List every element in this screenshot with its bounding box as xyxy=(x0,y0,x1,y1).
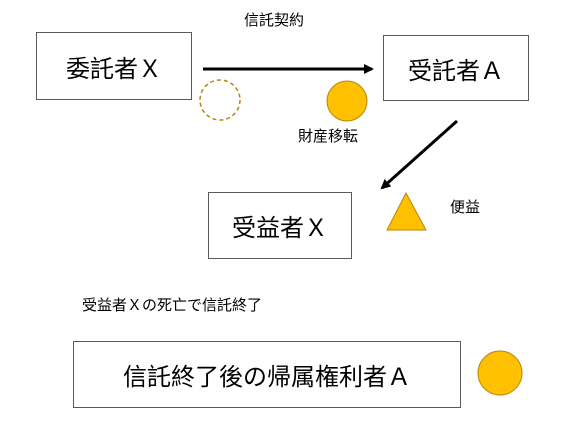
empty-property-circle-icon xyxy=(199,79,241,121)
final-owner-label: 信託終了後の帰属権利者Ａ xyxy=(123,363,411,391)
final-owner-box: 信託終了後の帰属権利者Ａ xyxy=(73,341,461,408)
contract-label: 信託契約 xyxy=(244,11,305,29)
trustee-box: 受託者Ａ xyxy=(383,35,529,101)
trustee-label: 受託者Ａ xyxy=(408,56,504,85)
transfer-label: 財産移転 xyxy=(298,127,359,145)
benefit-arrow xyxy=(380,119,458,190)
benefit-triangle-icon xyxy=(386,191,427,231)
settlor-box: 委託者Ｘ xyxy=(36,32,192,100)
beneficiary-label: 受益者Ｘ xyxy=(232,214,328,242)
benefit-label: 便益 xyxy=(450,198,481,216)
beneficiary-box: 受益者Ｘ xyxy=(208,192,352,259)
final-property-circle-icon xyxy=(477,350,523,396)
settlor-label: 委託者Ｘ xyxy=(66,54,162,83)
property-circle-icon xyxy=(326,80,368,122)
termination-note: 受益者Ｘの死亡で信託終了 xyxy=(82,296,263,314)
